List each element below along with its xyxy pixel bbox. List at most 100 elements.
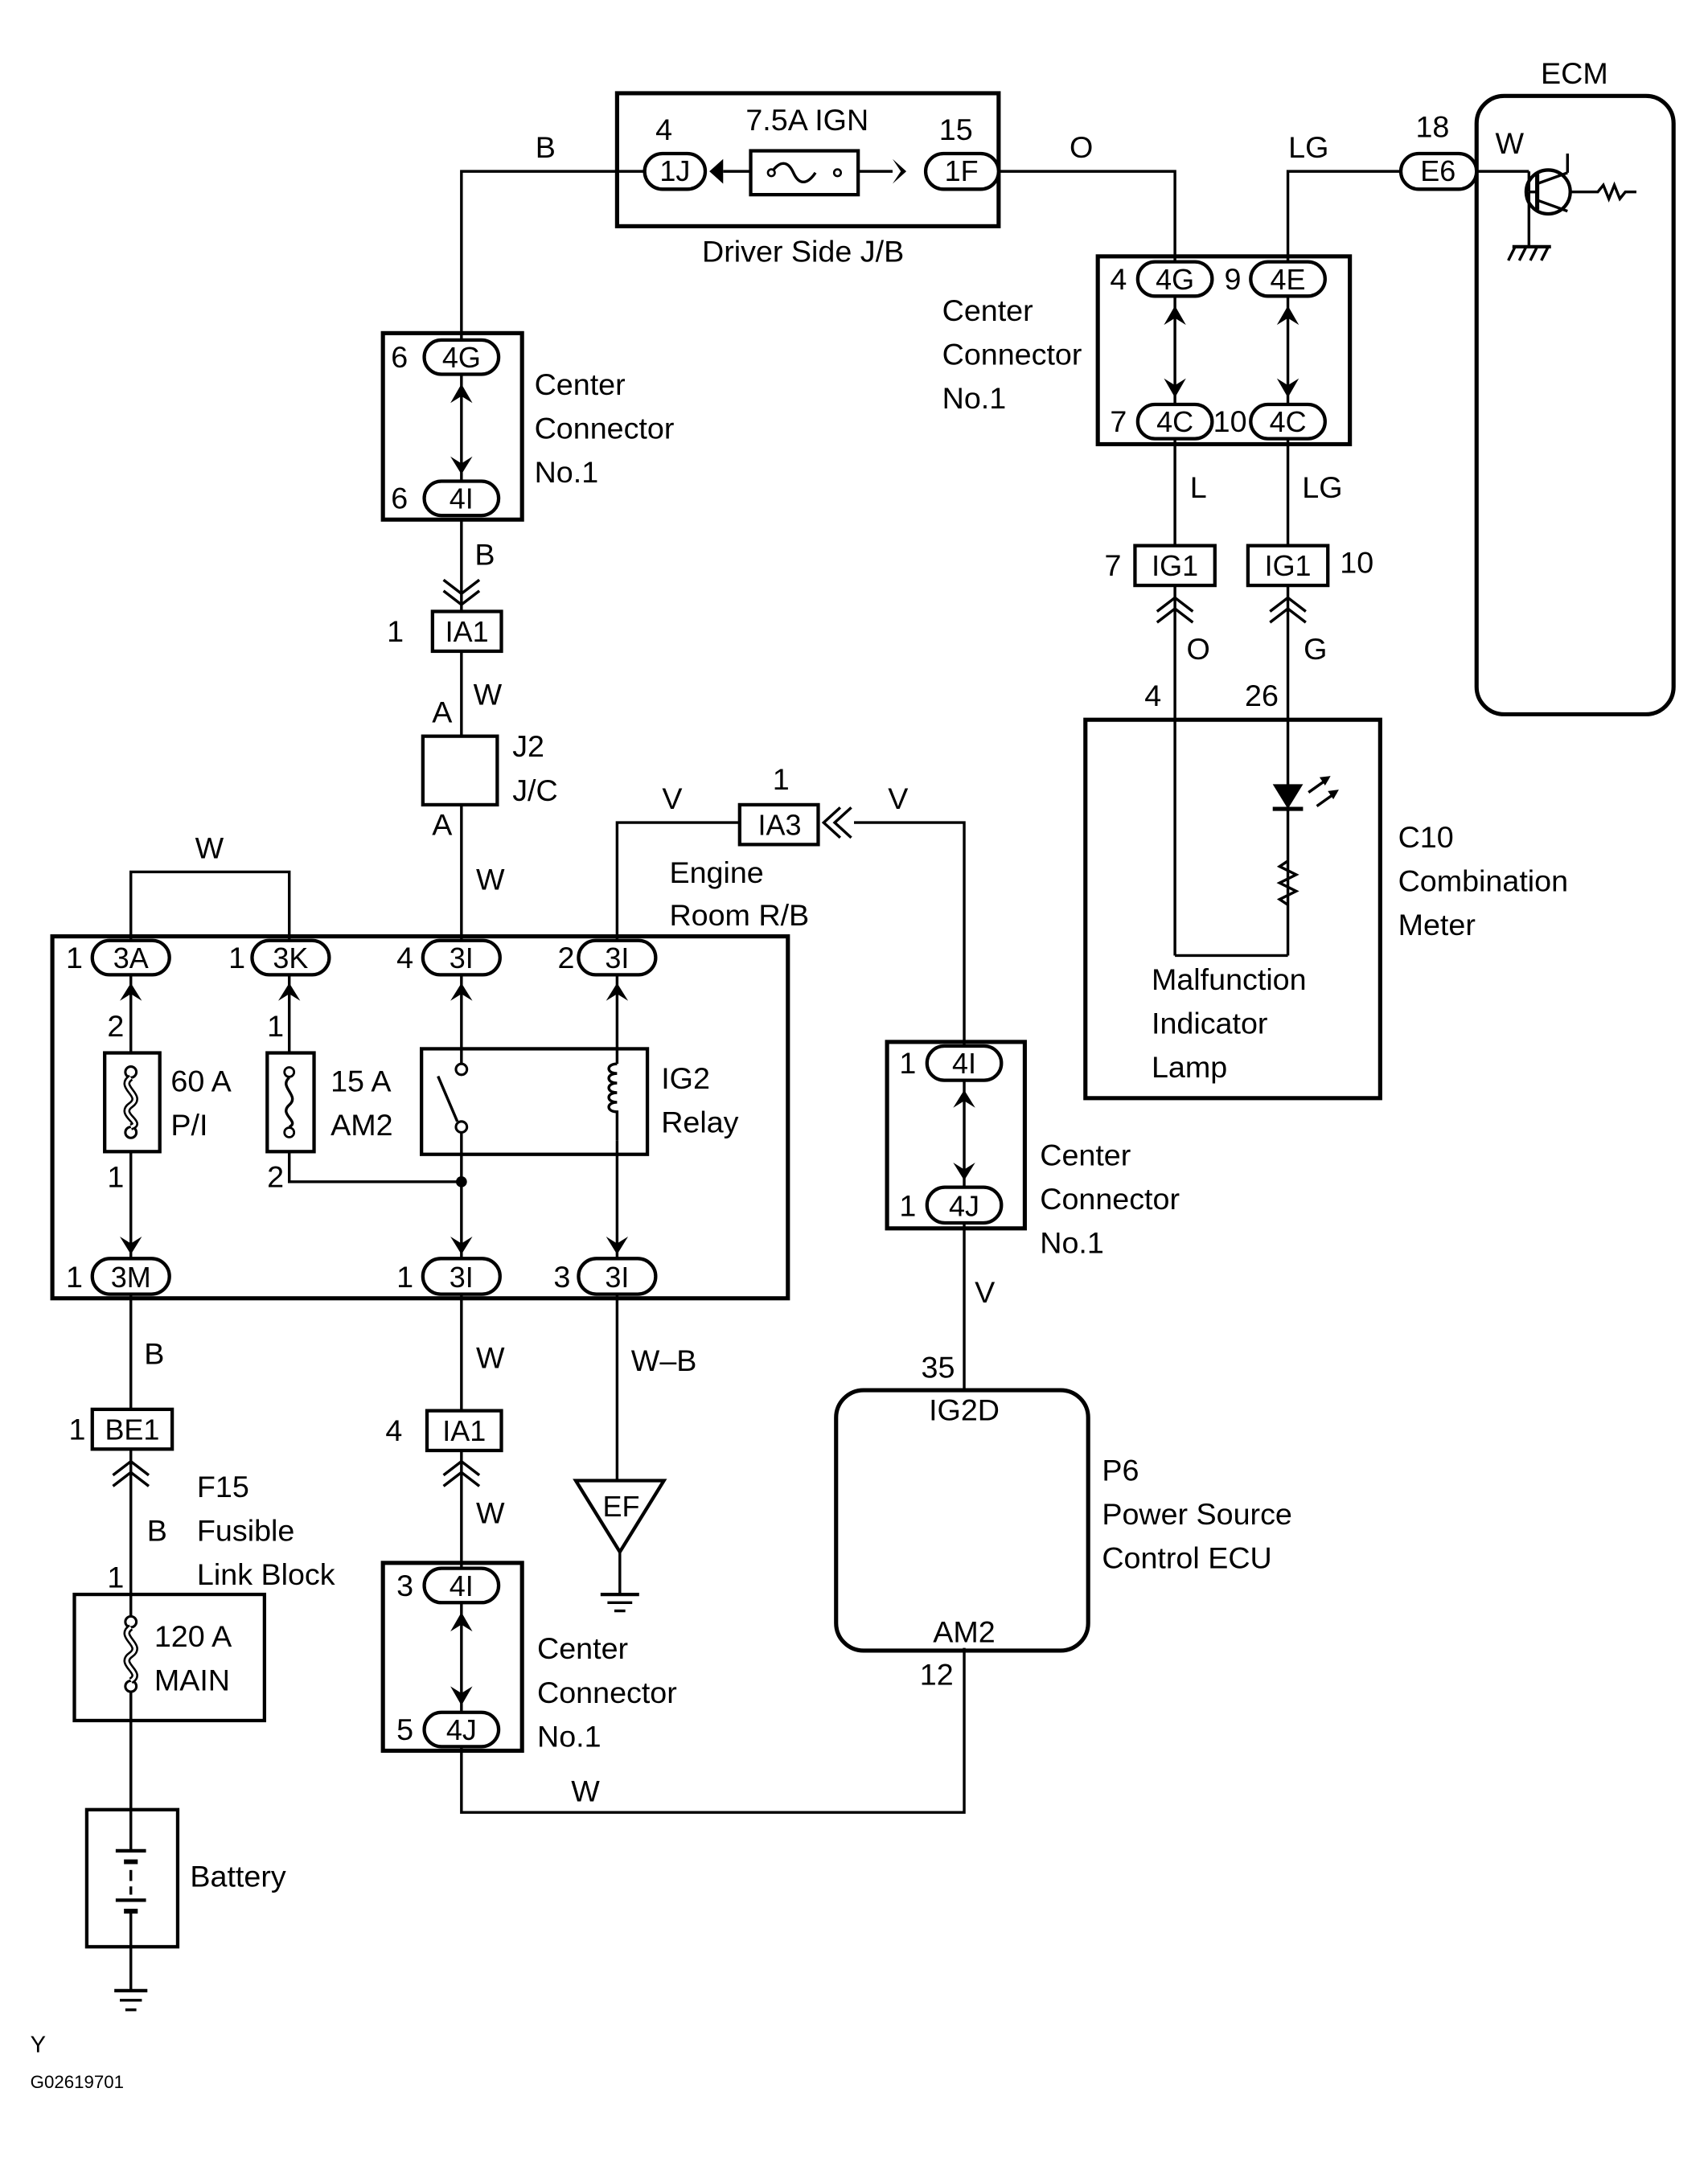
wire-color: W — [474, 678, 503, 712]
center-connector-label: No.1 — [1040, 1226, 1104, 1260]
pin-label: 15 — [939, 113, 973, 146]
connector-3i-label: 3I — [605, 1262, 629, 1294]
relay-label: IG2 — [661, 1061, 710, 1095]
ecu-pin-am2: AM2 — [933, 1615, 995, 1649]
resistor-icon — [1276, 859, 1299, 906]
connector-4i-label: 4I — [450, 1570, 474, 1602]
mil-label: Malfunction — [1152, 962, 1307, 996]
center-connector-label: Center — [942, 293, 1033, 327]
wire-color: L — [1190, 470, 1207, 504]
wire-color: V — [975, 1275, 995, 1309]
footer-code: G02619701 — [31, 2072, 124, 2092]
engine-room-rb: Engine Room R/B 3A 1 3K 1 3I 4 3I 2 2 1 … — [50, 855, 809, 1301]
relay-label: Relay — [661, 1106, 739, 1139]
connector-4j-label: 4J — [949, 1191, 979, 1223]
pin-label: 2 — [558, 941, 575, 974]
pin-label: A — [432, 695, 452, 729]
connector-1f-label: 1F — [945, 155, 979, 187]
pin-label: 1 — [267, 1009, 284, 1043]
main-fuse-label: MAIN — [154, 1664, 230, 1697]
pin-label: 35 — [922, 1351, 955, 1385]
center-connector-label: No.1 — [535, 455, 599, 489]
pin-label: 1 — [107, 1160, 124, 1194]
pin-label: 6 — [391, 340, 408, 374]
connector-3i-label: 3I — [450, 942, 474, 974]
pin-label: 1 — [396, 1260, 413, 1294]
j2-label: J/C — [512, 773, 558, 807]
center-connector-a: 4G 6 4I 6 Center Connector No.1 — [380, 330, 675, 522]
ecm-label: ECM — [1541, 56, 1608, 90]
fuse-ign — [749, 149, 860, 197]
wire-color: LG — [1288, 130, 1328, 164]
connector-3i-label: 3I — [450, 1262, 474, 1294]
connector-4c-label: 4C — [1156, 406, 1193, 438]
wire-color: B — [147, 1514, 167, 1548]
connector-ia1-bottom: IA1 4 — [385, 1409, 503, 1487]
driver-jb-label: Driver Side J/B — [702, 235, 904, 269]
pin-label: 10 — [1340, 546, 1373, 580]
pin-label: 1 — [66, 1260, 83, 1294]
footer-code: Y — [31, 2033, 46, 2058]
connector-ia3: V IA3 1 V — [662, 762, 908, 847]
fuse-am2-label: 15 A — [331, 1064, 391, 1097]
battery-label: Battery — [190, 1859, 286, 1893]
center-connector-label: Center — [535, 367, 626, 401]
wire-color: W — [1496, 126, 1525, 160]
led-icon — [1272, 784, 1304, 810]
connector-1j-label: 1J — [659, 155, 690, 187]
f15-label: Fusible — [197, 1514, 294, 1548]
center-connector-c: 4I 1 4J 1 Center Connector No.1 — [885, 1040, 1180, 1260]
pin-label: 1 — [899, 1046, 916, 1080]
connector-ig1-label: IG1 — [1152, 550, 1198, 582]
main-fuse: 120 A MAIN — [72, 1590, 267, 1723]
fuse-pi-label: P/I — [170, 1108, 207, 1142]
fuse-pi-label: 60 A — [170, 1064, 231, 1097]
connector-4g-label: 4G — [442, 342, 481, 374]
wire-color: O — [1070, 130, 1093, 164]
connector-ia1-label: IA1 — [442, 1415, 486, 1447]
wire-color: B — [144, 1337, 164, 1371]
engine-rb-label: Room R/B — [669, 898, 809, 932]
power-source-ecu: IG2D AM2 P6 Power Source Control ECU — [834, 1388, 1292, 1653]
pin-label: 6 — [391, 482, 408, 515]
center-connector-label: Connector — [535, 412, 675, 445]
pin-label: 3 — [553, 1260, 570, 1294]
p6-label: P6 — [1102, 1454, 1139, 1487]
junction-j2: A A J2 J/C — [421, 695, 558, 842]
center-connector-b: 4G 4 4E 9 4C 7 4C 10 Center Connector No… — [942, 254, 1353, 447]
ground-icon — [114, 1988, 148, 2012]
j2-label: J2 — [512, 729, 544, 763]
pin-label: 1 — [773, 762, 790, 796]
p6-label: Control ECU — [1102, 1541, 1271, 1575]
center-connector-label: No.1 — [537, 1719, 601, 1753]
pin-label: 1 — [66, 941, 83, 974]
c10-label: Meter — [1398, 908, 1476, 942]
pin-label: 5 — [396, 1713, 413, 1746]
connector-4j-label: 4J — [446, 1714, 477, 1746]
connector-4i-label: 4I — [952, 1048, 976, 1080]
wire-color: V — [888, 782, 908, 815]
connector-1f — [923, 151, 1000, 191]
pin-label: 26 — [1245, 679, 1279, 712]
pin-label: 1 — [387, 614, 404, 648]
connector-e6-label: E6 — [1420, 155, 1455, 187]
fuse-am2-label: AM2 — [331, 1108, 392, 1142]
wire-color: W — [476, 1495, 505, 1529]
connector-be1-label: BE1 — [105, 1413, 159, 1446]
wire-color: W — [571, 1774, 600, 1808]
ecu-pin-ig2d: IG2D — [929, 1393, 1000, 1427]
connector-3m-label: 3M — [111, 1262, 151, 1294]
center-connector-label: Connector — [537, 1676, 677, 1709]
connector-ia1-label: IA1 — [445, 616, 489, 648]
pin-label: 1 — [107, 1561, 124, 1594]
pin-label: 1 — [899, 1189, 916, 1223]
main-fuse-label: 120 A — [154, 1619, 232, 1653]
engine-rb-label: Engine — [669, 855, 763, 889]
pin-label: 1 — [68, 1412, 85, 1446]
c10-label: C10 — [1398, 820, 1454, 854]
pin-label: 4 — [396, 941, 413, 974]
pin-label: 2 — [267, 1160, 284, 1194]
battery: Battery — [84, 1807, 286, 1949]
pin-label: A — [432, 808, 452, 842]
